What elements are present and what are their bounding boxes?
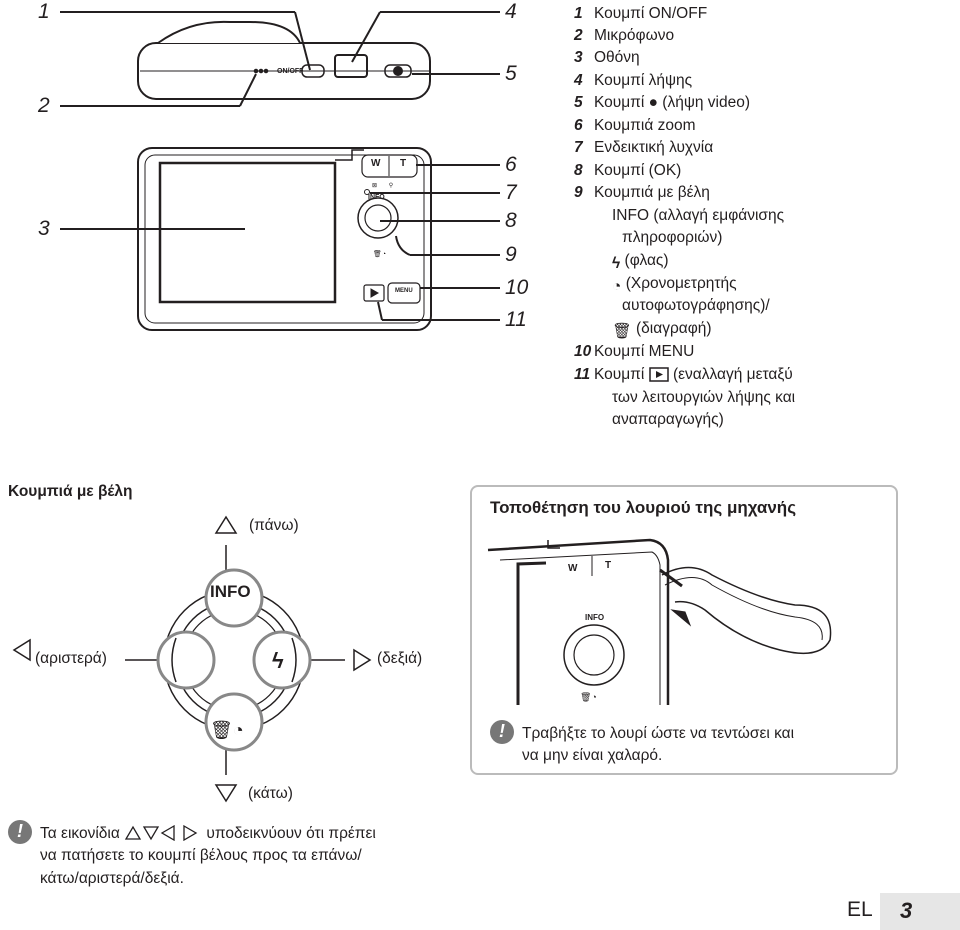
arrow-section-heading: Κουμπιά με βέλη xyxy=(8,483,133,500)
strap-cam-info: INFO xyxy=(585,613,604,622)
callout-4: 4 xyxy=(505,0,517,23)
strap-cam-t: T xyxy=(605,560,611,571)
callout-8: 8 xyxy=(505,209,517,232)
arrow-flash-icon: ϟ xyxy=(272,648,284,673)
legend9-timer: ◔ (Χρονομετρητής xyxy=(612,273,737,298)
strap-warning-icon: ! xyxy=(490,720,514,744)
callout-11: 11 xyxy=(505,308,527,331)
callout-7: 7 xyxy=(505,181,517,204)
bottom-warning-icon: ! xyxy=(8,820,32,844)
strap-cam-trash-timer: 🗑◔ xyxy=(580,692,597,702)
callout-1: 1 xyxy=(38,0,50,23)
legend11-line3: αναπαραγωγής) xyxy=(612,411,724,428)
arrow-trash-timer-icons: 🗑◔ xyxy=(210,720,244,740)
zoom-w-label: W xyxy=(371,158,381,169)
footer-page-number: 3 xyxy=(900,898,913,923)
callout-10: 10 xyxy=(505,276,529,299)
menu-label-small: MENU xyxy=(395,288,413,294)
callout-6: 6 xyxy=(505,153,517,176)
onoff-label: ON/OFF xyxy=(277,68,304,75)
legend9-info-cont: πληροφοριών) xyxy=(622,229,723,246)
arrow-info-label: INFO xyxy=(210,582,251,601)
playback-icon xyxy=(648,367,669,389)
arrow-up-label: (πάνω) xyxy=(249,517,299,534)
camera-top-view xyxy=(137,20,431,100)
bottom-note-line1: Τα εικονίδια υποδεικνύουν ότι πρέπει xyxy=(40,823,376,848)
arrow-down-label: (κάτω) xyxy=(248,785,293,802)
callout-2: 2 xyxy=(38,94,50,117)
legend9-info: INFO (αλλαγή εμφάνισης xyxy=(612,207,785,224)
strap-cam-w: W xyxy=(568,563,578,574)
bottom-note-line2: να πατήσετε το κουμπί βέλους προς τα επά… xyxy=(40,847,362,864)
legend11-line2: των λειτουργιών λήψης και xyxy=(612,389,796,406)
legend9-trash: 🗑 (διαγραφή) xyxy=(612,318,712,343)
trash-icon: 🗑 xyxy=(612,323,632,340)
strap-box xyxy=(470,485,898,775)
trash-timer-icons: 🗑◔ xyxy=(373,251,387,258)
info-label-small: INFO xyxy=(368,194,385,201)
arrow-left-label: (αριστερά) xyxy=(35,650,107,667)
strap-heading: Τοποθέτηση του λουριού της μηχανής xyxy=(490,498,797,517)
camera-back-view xyxy=(137,147,432,331)
arrow-right-label: (δεξιά) xyxy=(377,650,423,667)
lamp-icons: ⊠ ⚲ xyxy=(372,183,394,189)
legend9-flash: ϟ (φλας) xyxy=(612,250,669,275)
callout-3: 3 xyxy=(38,217,50,240)
zoom-t-label: T xyxy=(400,158,407,169)
legend9-timer-cont: αυτοφωτογράφησης)/ xyxy=(622,297,770,314)
footer-page-box: 3 xyxy=(880,893,960,930)
callout-5: 5 xyxy=(505,62,517,85)
arrow-glyphs-icon xyxy=(124,824,202,848)
self-timer-icon: ◔ xyxy=(612,278,622,295)
footer-language: EL xyxy=(847,898,873,921)
bottom-note-line3: κάτω/αριστερά/δεξιά. xyxy=(40,870,184,887)
callout-9: 9 xyxy=(505,243,517,266)
strap-note-1: Τραβήξτε το λουρί ώστε να τεντώσει και xyxy=(522,725,795,742)
flash-icon: ϟ xyxy=(612,255,621,272)
strap-note-2: να μην είναι χαλαρό. xyxy=(522,747,663,764)
